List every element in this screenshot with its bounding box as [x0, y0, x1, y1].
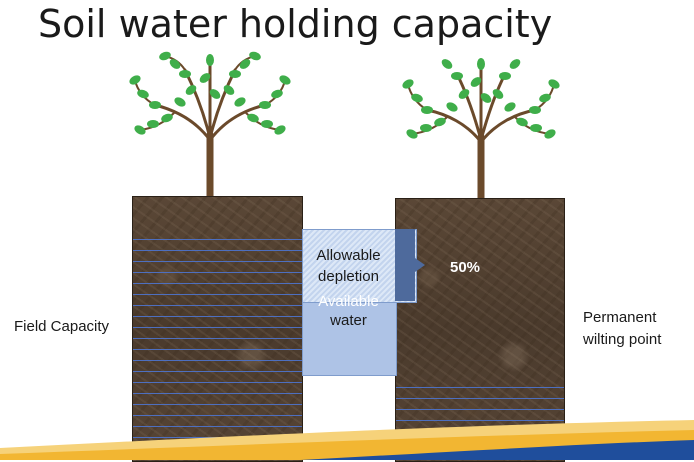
- allowable-depletion-label-line1: Allowable: [316, 247, 381, 264]
- water-lines-field-capacity: [133, 229, 302, 461]
- tree-left-illustration: [129, 51, 291, 200]
- tree-left-leaves: [129, 51, 291, 135]
- footer-swoosh-decoration: [0, 420, 694, 460]
- permanent-wilting-point-label: Permanent wilting point: [583, 307, 661, 351]
- tree-right-leaves: [402, 58, 560, 139]
- soil-column-field-capacity: [132, 196, 303, 462]
- available-water-label-line2: water: [330, 312, 367, 329]
- depletion-percent-label: 50%: [450, 259, 481, 276]
- slide-title: Soil water holding capacity: [38, 2, 553, 46]
- tree-right-illustration: [402, 58, 560, 200]
- depletion-bracket: [395, 229, 415, 301]
- permanent-wilting-point-line1: Permanent: [583, 309, 657, 326]
- available-water-label: Available water: [302, 292, 395, 330]
- field-capacity-label: Field Capacity: [14, 318, 110, 335]
- permanent-wilting-point-line2: wilting point: [583, 331, 662, 348]
- allowable-depletion-label-line2: depletion: [318, 268, 379, 285]
- allowable-depletion-label: Allowable depletion: [302, 245, 395, 287]
- tree-left-branches: [134, 55, 286, 200]
- tree-right-branches: [407, 62, 555, 200]
- available-water-label-line1: Available: [318, 293, 379, 310]
- depletion-arrow-icon: [415, 258, 425, 272]
